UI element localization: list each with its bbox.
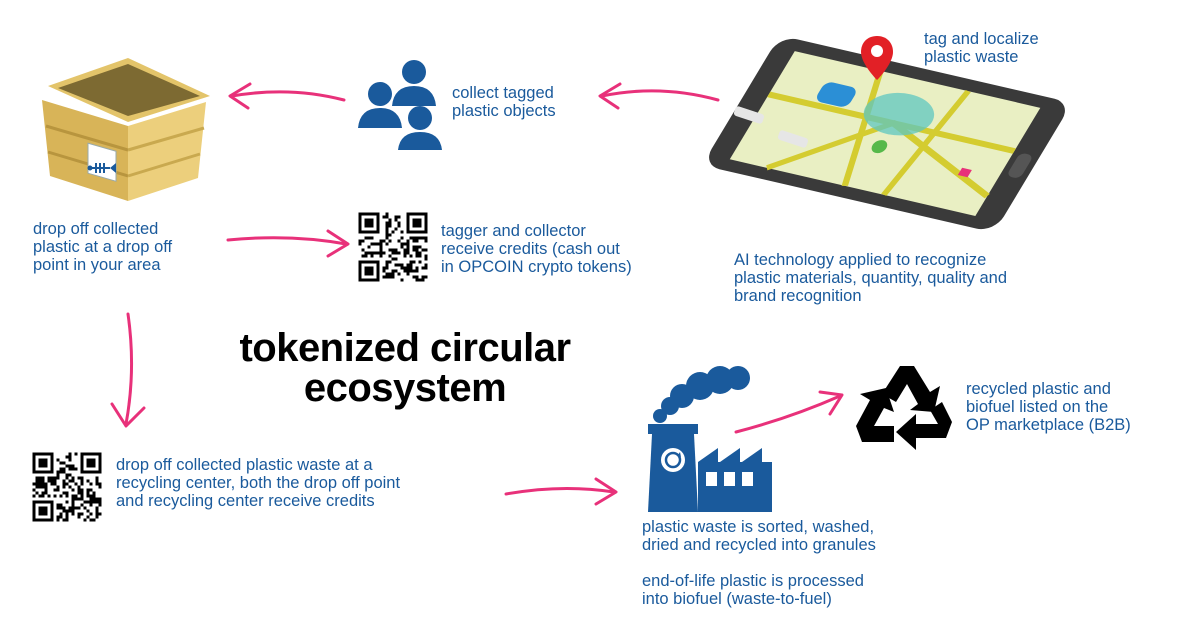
location-pin-icon — [861, 36, 893, 80]
label-collect-tagged: collect tagged plastic objects — [452, 84, 556, 120]
arrow-dropoff-to-recycling — [110, 312, 146, 428]
dumpster-icon — [42, 58, 210, 201]
arrow-factory-to-recycle — [734, 390, 844, 434]
label-sorted-washed: plastic waste is sorted, washed, dried a… — [642, 518, 876, 554]
qr-code-icon — [358, 212, 428, 282]
arrow-dropoff-to-credits — [226, 229, 350, 258]
arrow-people-to-dumpster — [228, 82, 346, 110]
label-tag-localize: tag and localize plastic waste — [924, 30, 1039, 66]
label-ai-technology: AI technology applied to recognize plast… — [734, 251, 1007, 305]
label-recycling-center: drop off collected plastic waste at a re… — [116, 456, 401, 510]
people-icon — [358, 60, 442, 150]
qr-code-icon — [32, 452, 102, 522]
label-drop-off-point: drop off collected plastic at a drop off… — [33, 220, 173, 274]
arrow-recycling-to-factory — [504, 477, 618, 506]
fish-bones-icon — [87, 163, 116, 173]
arrow-phone-to-people — [598, 82, 720, 110]
recycle-icon — [856, 366, 952, 450]
factory-icon — [648, 366, 772, 512]
label-credits: tagger and collector receive credits (ca… — [441, 222, 632, 276]
diagram-title: tokenized circular ecosystem — [239, 326, 571, 410]
label-biofuel: end-of-life plastic is processed into bi… — [642, 572, 864, 608]
label-marketplace: recycled plastic and biofuel listed on t… — [966, 380, 1131, 434]
smartphone-map-icon — [709, 38, 1065, 230]
